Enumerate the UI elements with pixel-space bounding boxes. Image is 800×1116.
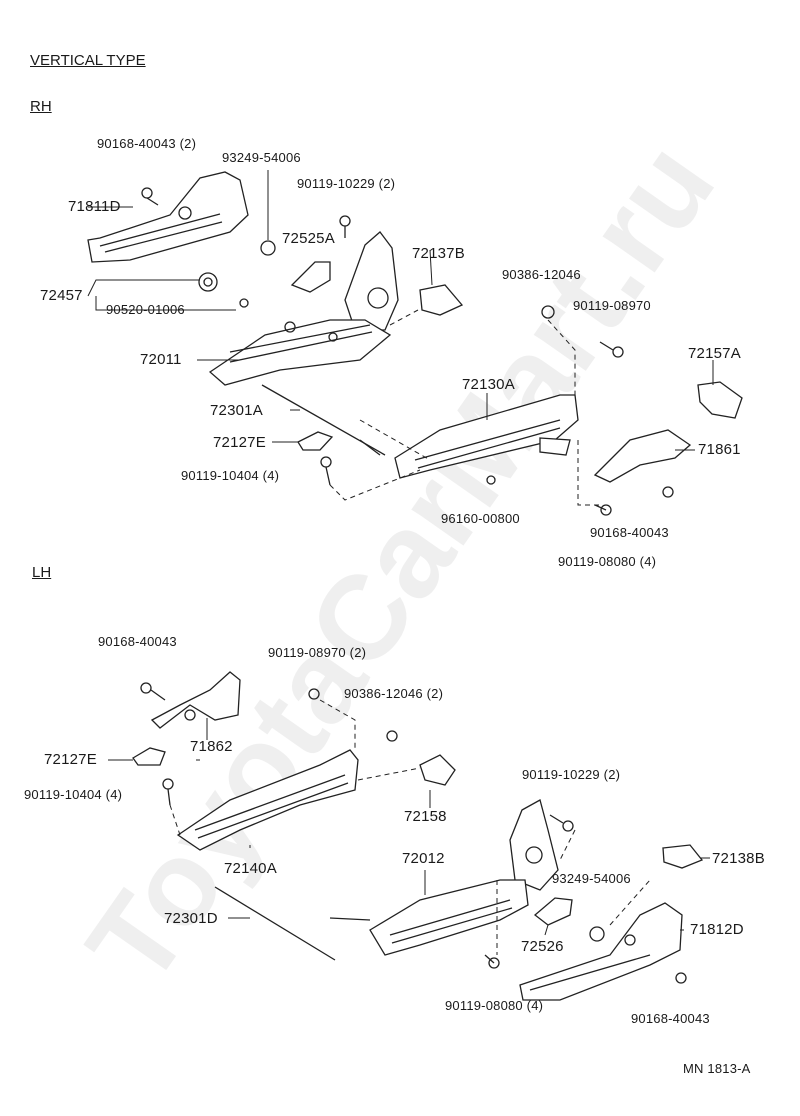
part-label: 90119-10229 (2): [522, 767, 621, 782]
part-label: 90520-01006: [106, 302, 185, 317]
part-label: 90119-10229 (2): [297, 176, 396, 191]
part-label: 72157A: [688, 345, 741, 362]
part-label: 72138B: [712, 850, 765, 867]
diagram-code: MN 1813-A: [683, 1061, 751, 1076]
part-label: 90168-40043: [590, 525, 669, 540]
part-label: 90119-08080 (4): [445, 998, 544, 1013]
part-label: 71812D: [690, 921, 744, 938]
part-label: 90119-10404 (4): [24, 787, 123, 802]
part-label: 90168-40043: [98, 634, 177, 649]
part-label: 93249-54006: [222, 150, 301, 165]
part-label: 96160-00800: [441, 511, 520, 526]
part-label: 72130A: [462, 376, 515, 393]
part-label: 72525A: [282, 230, 335, 247]
part-label: 90119-08080 (4): [558, 554, 657, 569]
part-label: 72140A: [224, 860, 277, 877]
part-label: 72457: [40, 287, 83, 304]
part-label: 72127E: [44, 751, 97, 768]
part-label: 90386-12046 (2): [344, 686, 444, 701]
part-label: 90168-40043: [631, 1011, 710, 1026]
part-label: 90386-12046: [502, 267, 581, 282]
part-label: 72301A: [210, 402, 263, 419]
lh-heading: LH: [32, 564, 52, 581]
part-label: 90119-10404 (4): [181, 468, 280, 483]
part-label: 71861: [698, 441, 741, 458]
part-label: 72137B: [412, 245, 465, 262]
part-label: 72301D: [164, 910, 218, 927]
part-label: 72158: [404, 808, 447, 825]
part-label: 71811D: [68, 198, 121, 215]
page-title: VERTICAL TYPE: [30, 52, 146, 69]
part-label: 72011: [140, 351, 182, 368]
part-label: 71862: [190, 738, 233, 755]
part-label: 90119-08970 (2): [268, 645, 367, 660]
part-label: 72526: [521, 938, 564, 955]
part-label: 72127E: [213, 434, 266, 451]
rh-heading: RH: [30, 98, 52, 115]
part-label: 72012: [402, 850, 445, 867]
part-label: 93249-54006: [552, 871, 631, 886]
part-label: 90119-08970: [573, 298, 651, 313]
part-label: 90168-40043 (2): [97, 136, 197, 151]
